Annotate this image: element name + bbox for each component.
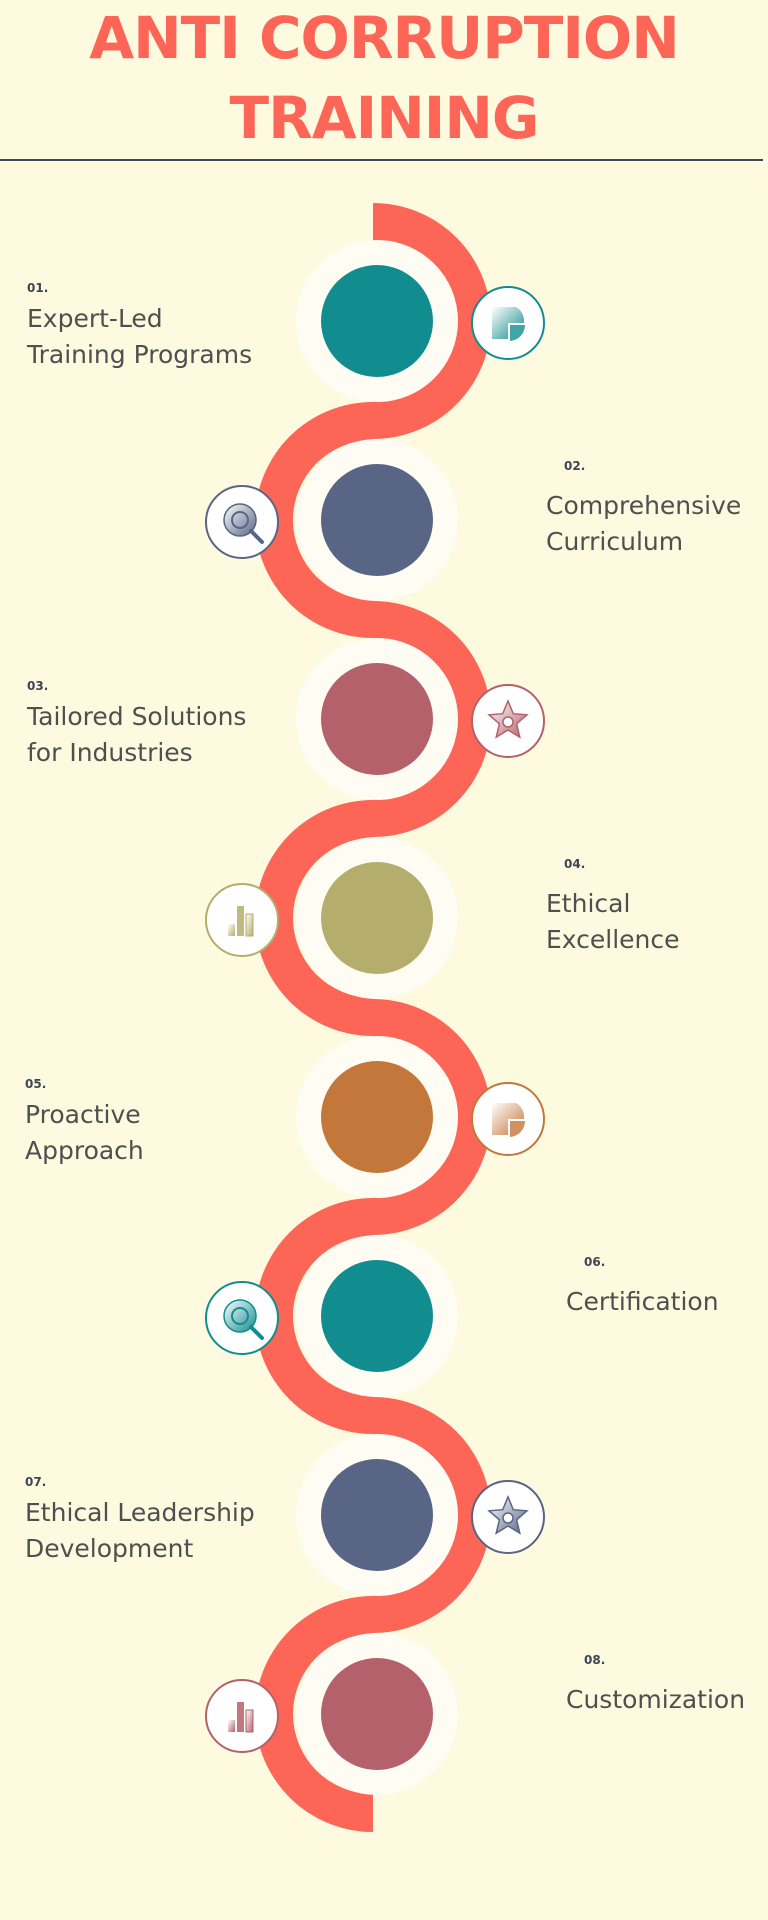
node-circle bbox=[321, 1061, 433, 1173]
node-circle bbox=[321, 265, 433, 377]
step-number: 02. bbox=[564, 459, 586, 473]
step-number: 05. bbox=[25, 1077, 47, 1091]
pie-shape bbox=[492, 307, 525, 339]
step-number: 03. bbox=[27, 679, 49, 693]
pie-slice bbox=[510, 325, 525, 341]
bar-chart-icon bbox=[205, 883, 279, 957]
star-icon bbox=[471, 684, 545, 758]
step-number: 04. bbox=[564, 857, 586, 871]
ribbon-segment bbox=[255, 800, 373, 1036]
ribbon-segment bbox=[255, 402, 373, 638]
step-number: 08. bbox=[584, 1653, 606, 1667]
ribbon-segment bbox=[255, 1198, 373, 1434]
magnifier-icon bbox=[205, 485, 279, 559]
step-number: 07. bbox=[25, 1475, 47, 1489]
ribbon-segment bbox=[373, 1397, 491, 1633]
bar bbox=[245, 1709, 254, 1733]
title-divider bbox=[0, 159, 763, 161]
step-label: Certification bbox=[566, 1284, 719, 1320]
step-label-line: Approach bbox=[25, 1136, 144, 1165]
step-label-line: Customization bbox=[566, 1685, 746, 1714]
pie-slice bbox=[510, 1121, 525, 1137]
bar bbox=[245, 913, 254, 937]
pie-chart-icon bbox=[471, 286, 545, 360]
bar bbox=[228, 924, 235, 936]
node-circle bbox=[321, 1658, 433, 1770]
star-center bbox=[502, 716, 514, 728]
ribbon-segment bbox=[373, 203, 491, 439]
step-number: 06. bbox=[584, 1255, 606, 1269]
step-label-line: Curriculum bbox=[546, 527, 684, 556]
magnifier-handle bbox=[249, 1325, 264, 1340]
ribbon-segment bbox=[373, 999, 491, 1235]
node-circle bbox=[321, 663, 433, 775]
step-label-line: Training Programs bbox=[27, 340, 253, 369]
node-circle bbox=[321, 464, 433, 576]
magnifier-inner bbox=[231, 1307, 249, 1325]
step-label-line: Development bbox=[25, 1534, 194, 1563]
pie-chart-icon bbox=[471, 1082, 545, 1156]
magnifier-lens bbox=[223, 503, 257, 537]
node-circle bbox=[321, 1459, 433, 1571]
magnifier-handle bbox=[249, 529, 264, 544]
step-label-line: Expert-Led bbox=[27, 304, 163, 333]
magnifier-icon bbox=[205, 1281, 279, 1355]
step-label-line: Tailored Solutions bbox=[27, 702, 247, 731]
step-label-line: Comprehensive bbox=[546, 491, 742, 520]
title-line-1: ANTI CORRUPTION bbox=[89, 4, 680, 72]
step-label-line: for Industries bbox=[27, 738, 193, 767]
magnifier-lens bbox=[223, 1299, 257, 1333]
bar bbox=[237, 1702, 244, 1732]
step-label-line: Excellence bbox=[546, 925, 680, 954]
step-number: 01. bbox=[27, 281, 49, 295]
pie-shape bbox=[492, 1103, 525, 1135]
step-label-line: Proactive bbox=[25, 1100, 141, 1129]
magnifier-inner bbox=[231, 511, 249, 529]
ribbon-segment bbox=[373, 601, 491, 837]
step-label-line: Ethical bbox=[546, 889, 631, 918]
node-circle bbox=[321, 862, 433, 974]
step-label: Tailored Solutions for Industries bbox=[27, 699, 246, 771]
step-label: Customization bbox=[566, 1682, 745, 1718]
star-icon bbox=[471, 1480, 545, 1554]
star-center bbox=[502, 1512, 514, 1524]
bar bbox=[237, 906, 244, 936]
step-label-line: Certification bbox=[566, 1287, 719, 1316]
bar-chart-icon bbox=[205, 1679, 279, 1753]
node-circle bbox=[321, 1260, 433, 1372]
bar bbox=[228, 1720, 235, 1732]
ribbon-segment bbox=[255, 1596, 373, 1832]
step-label-line: Ethical Leadership bbox=[25, 1498, 255, 1527]
ribbon bbox=[255, 203, 491, 1832]
title-line-2: TRAINING bbox=[229, 84, 540, 152]
